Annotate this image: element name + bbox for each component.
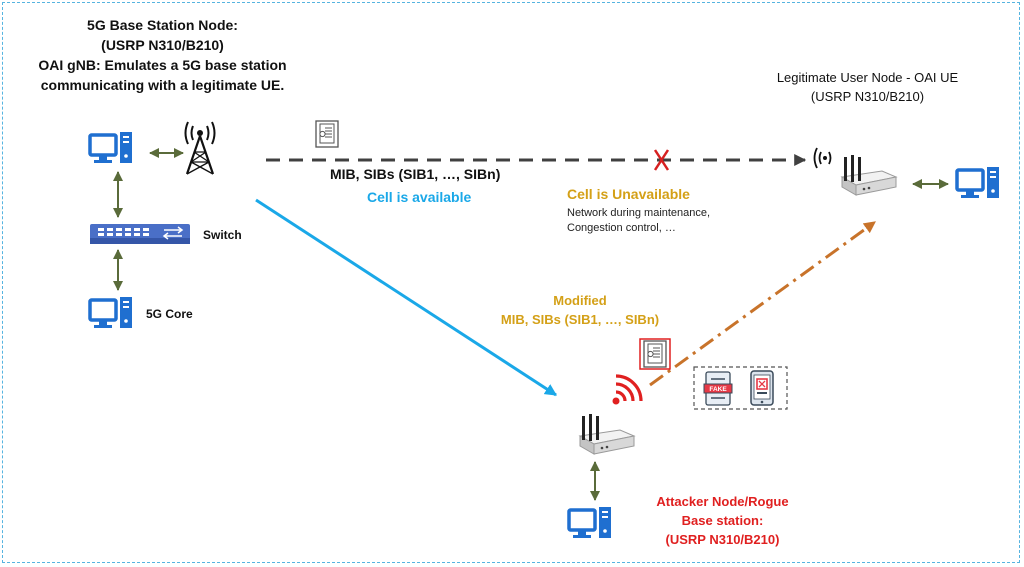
modified-broadcast-label: Modified MIB, SIBs (SIB1, …, SIBn) [455, 291, 705, 329]
base-station-label: 5G Base Station Node: (USRP N310/B210) O… [0, 15, 325, 95]
ue-line: (USRP N310/B210) [810, 89, 925, 104]
modified-line: MIB, SIBs (SIB1, …, SIBn) [500, 312, 660, 327]
phone-icon [750, 370, 774, 406]
ue-line: Legitimate User Node - OAI UE [776, 70, 959, 85]
ue-usrp-radio-icon [841, 154, 897, 196]
unavailable-reason: Network during maintenance, [567, 207, 711, 219]
unavailable-reasons: Network during maintenance, Congestion c… [567, 206, 710, 236]
cell-unavailable-title: Cell is Unavailable [567, 186, 690, 202]
legit-message-document-icon [315, 120, 339, 148]
legit-broadcast-message: MIB, SIBs (SIB1, …, SIBn) [330, 166, 501, 182]
attacker-line: Base station: [681, 513, 764, 528]
ue-computer-icon [955, 165, 1001, 200]
unavailable-reason: Congestion control, … [567, 222, 676, 234]
cell-available-status: Cell is available [367, 189, 472, 205]
attacker-line: (USRP N310/B210) [665, 532, 780, 547]
attacker-usrp-radio-icon [579, 413, 635, 455]
base-station-line: (USRP N310/B210) [101, 37, 224, 53]
fake-document-icon: FAKE [703, 371, 733, 406]
capture-arrow [255, 198, 558, 397]
attacker-computer-icon [567, 505, 613, 540]
cell-tower-icon [184, 121, 216, 175]
modified-message-document-icon [639, 338, 671, 370]
attacker-signal-icon [612, 374, 643, 405]
svg-text:FAKE: FAKE [709, 386, 727, 393]
attacker-label: Attacker Node/Rogue Base station: (USRP … [630, 492, 815, 549]
fake-items-box [693, 366, 788, 410]
spoof-broadcast-arrow [649, 220, 876, 387]
switch-label: Switch [203, 228, 242, 242]
ue-wifi-icon [813, 147, 832, 169]
base-station-line: communicating with a legitimate UE. [40, 77, 285, 93]
modified-line: Modified [553, 293, 607, 308]
core-label: 5G Core [146, 307, 193, 321]
gnb-computer-icon [88, 130, 134, 165]
blocked-x-mark [653, 149, 670, 171]
base-station-line: OAI gNB: Emulates a 5G base station [38, 57, 287, 73]
base-station-line: 5G Base Station Node: [87, 17, 238, 33]
attacker-line: Attacker Node/Rogue [656, 494, 789, 509]
core-computer-icon [88, 295, 134, 330]
network-switch-icon [90, 224, 190, 244]
ue-label: Legitimate User Node - OAI UE (USRP N310… [750, 68, 985, 106]
